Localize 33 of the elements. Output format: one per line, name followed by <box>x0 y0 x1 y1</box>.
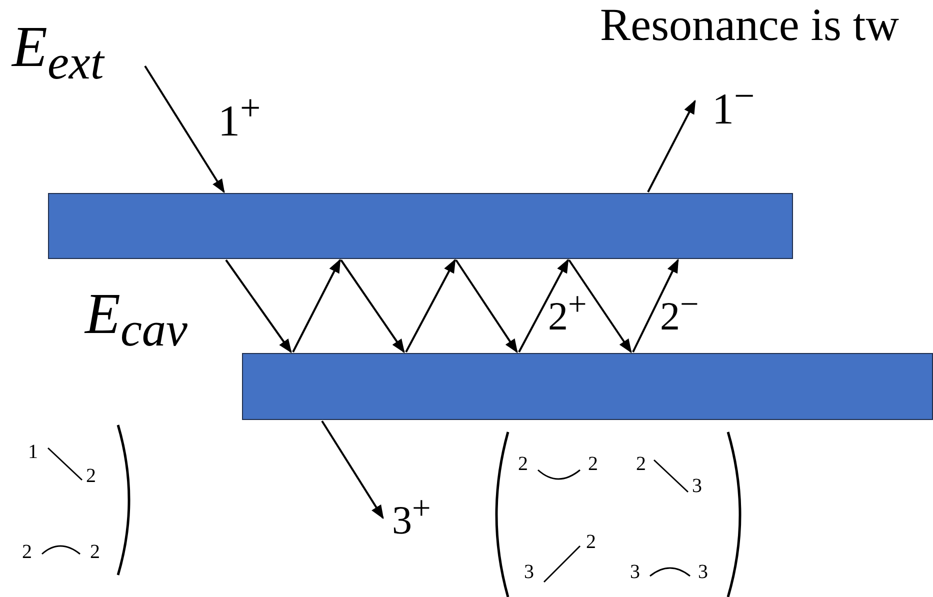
matrix-entry: 2 <box>86 466 96 486</box>
slide-title: Resonance is tw <box>600 2 899 48</box>
arrow <box>144 65 225 194</box>
arrow <box>632 258 679 352</box>
arrow <box>292 258 341 352</box>
arrow <box>647 100 696 192</box>
arrow <box>405 258 456 352</box>
edge-label: 1$^{−}$ <box>712 78 755 132</box>
matrix-entry: 3 <box>698 562 708 582</box>
arrow <box>225 259 292 354</box>
arrow <box>340 259 405 354</box>
arrow <box>321 420 384 520</box>
matrix-entry: 3 <box>692 476 702 496</box>
matrix-entry: 3 <box>524 562 534 582</box>
field-label: E$_{ext}$ <box>12 18 104 88</box>
matrix-entry: 2 <box>518 454 528 474</box>
matrix-entry: 1 <box>28 442 38 462</box>
matrix-entry: 2 <box>22 542 32 562</box>
field-label: E$_{cav}$ <box>85 285 188 355</box>
arrow <box>568 259 632 354</box>
mirror-plate <box>242 353 933 420</box>
edge-label: 2$^{+}$ <box>548 288 587 336</box>
edge-label: 2$^{−}$ <box>660 288 699 336</box>
matrix-entry: 2 <box>588 454 598 474</box>
arrow <box>455 259 518 354</box>
matrix-entry: 2 <box>636 454 646 474</box>
mirror-plate <box>48 193 793 259</box>
edge-label: 3$^{+}$ <box>392 492 431 540</box>
edge-label: 1$^{+}$ <box>218 90 261 144</box>
arrow <box>518 258 569 352</box>
matrix-entry: 2 <box>586 532 596 552</box>
matrix-entry: 2 <box>90 542 100 562</box>
matrix-entry: 3 <box>630 562 640 582</box>
